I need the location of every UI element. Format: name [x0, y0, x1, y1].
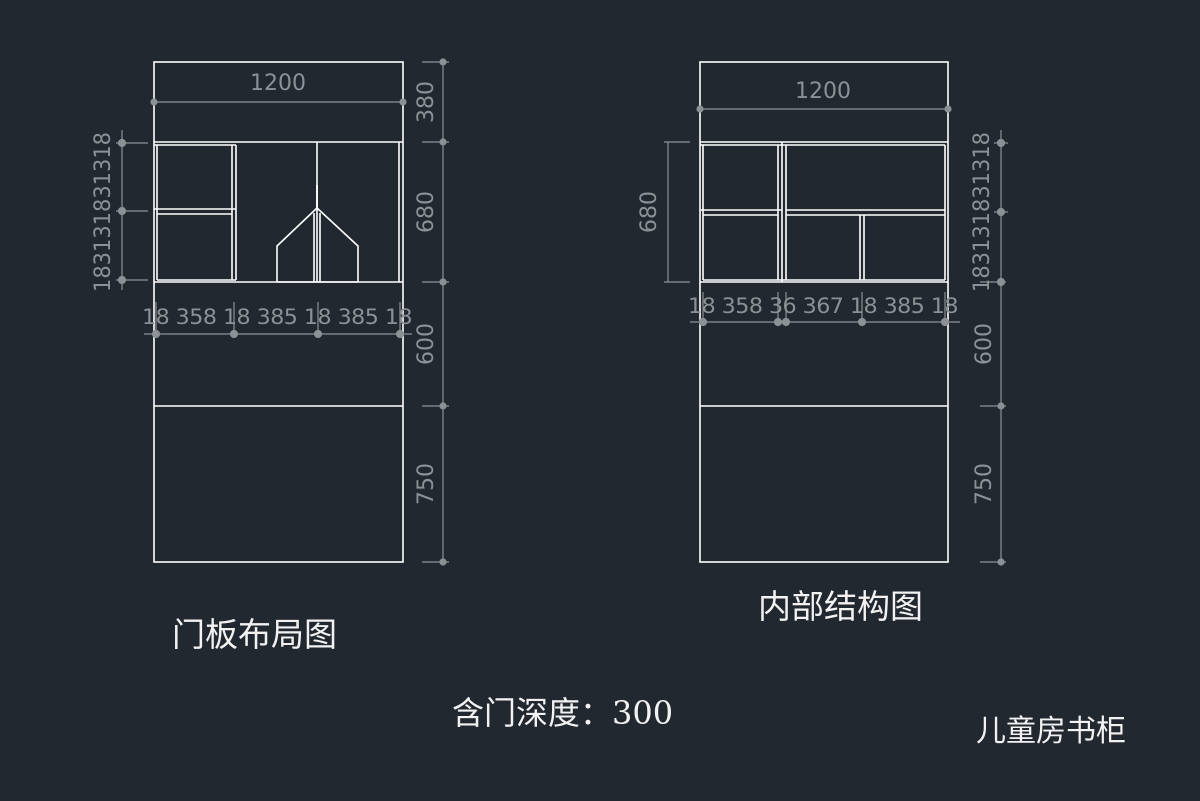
height-label-680: 680	[637, 191, 662, 233]
project-name: 儿童房书柜	[976, 714, 1126, 749]
door-layout-title: 门板布局图	[172, 615, 337, 654]
internal-compartments	[700, 142, 946, 282]
internal-structure-dimension-text: 1200 680 600 750 183131831318 18 358 36 …	[637, 79, 997, 505]
inner-heights-label: 183131831318	[91, 132, 116, 292]
internal-structure-view	[699, 61, 949, 563]
door-layout-dimension-text: 1200 380 680 600 750 183131831318 18 358…	[91, 71, 439, 505]
door-layout-dimensions	[116, 58, 449, 566]
height-label-600: 600	[972, 323, 997, 365]
height-label-750: 750	[972, 463, 997, 505]
door-layout-view	[153, 61, 404, 563]
height-label-600: 600	[414, 323, 439, 365]
inner-widths-label: 18 358 36 367 18 385 18	[688, 294, 958, 318]
height-label-680: 680	[414, 191, 439, 233]
width-label: 1200	[795, 79, 851, 104]
depth-note: 含门深度：300	[452, 694, 674, 732]
internal-structure-title: 内部结构图	[758, 587, 923, 626]
inner-widths-label: 18 358 18 385 18 385 18	[142, 305, 412, 329]
inner-heights-label: 183131831318	[970, 132, 995, 292]
internal-structure-dimensions	[664, 105, 1008, 566]
cabinet-outline-right	[699, 61, 949, 563]
height-label-380: 380	[414, 81, 439, 123]
door-panels	[276, 142, 400, 283]
left-compartments	[154, 144, 237, 281]
cabinet-outline-left	[153, 61, 404, 563]
width-label: 1200	[250, 71, 306, 96]
height-label-750: 750	[414, 463, 439, 505]
